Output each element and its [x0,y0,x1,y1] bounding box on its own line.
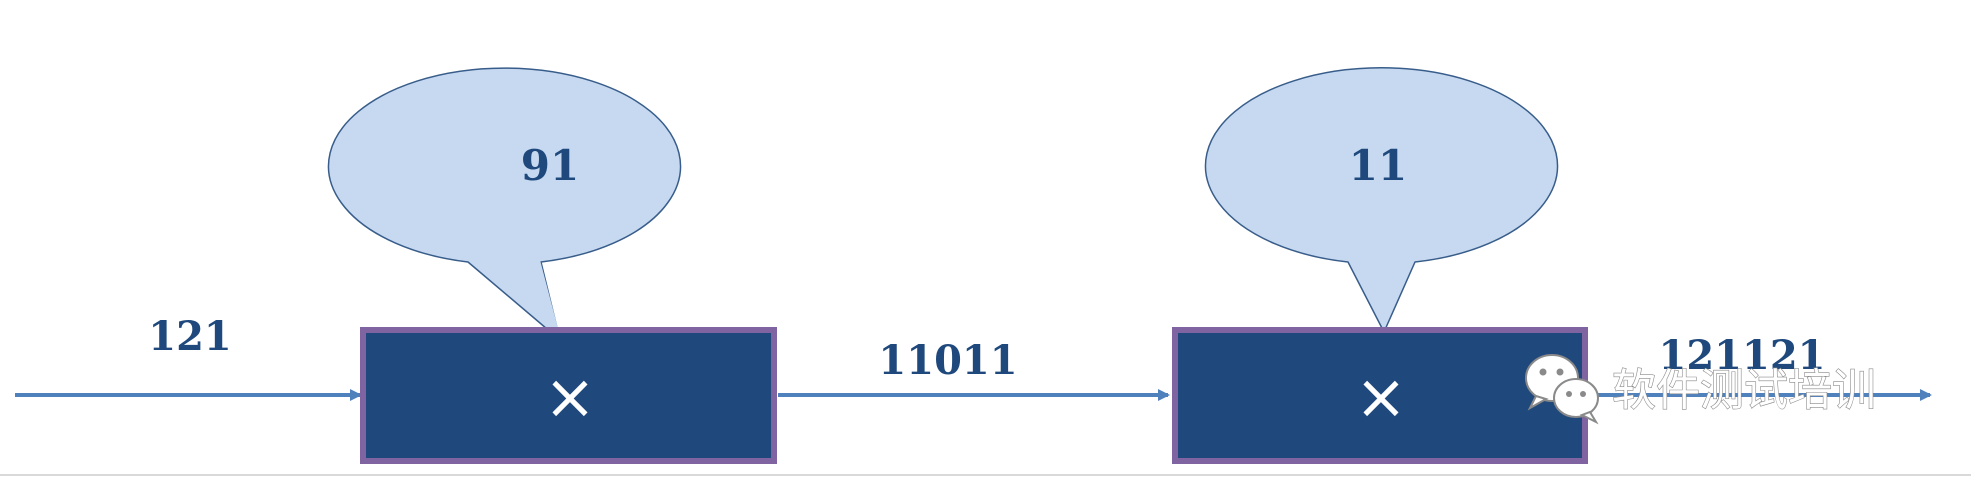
watermark: 软件测试培训 [1525,354,1877,425]
watermark-text: 软件测试培训 [1612,365,1876,416]
stage-2: 11 × [1172,67,1588,464]
output-value-label: 121121 [1659,332,1826,379]
stage-1-multiplier: 91 [521,141,579,190]
stage-2-callout-bubble [1204,67,1559,333]
stage-1-operator: × [544,360,596,433]
stage-1-callout-bubble [327,67,682,341]
stage-1: 91 × [327,67,777,464]
input-value-label: 121 [148,313,232,360]
stage-2-operator: × [1355,360,1407,433]
stage-2-operator-box [1172,327,1588,464]
wechat-icon [1525,354,1599,425]
middle-value-label: 11011 [878,337,1017,384]
stage-2-multiplier: 11 [1349,141,1407,190]
stage-1-operator-box [360,327,777,464]
